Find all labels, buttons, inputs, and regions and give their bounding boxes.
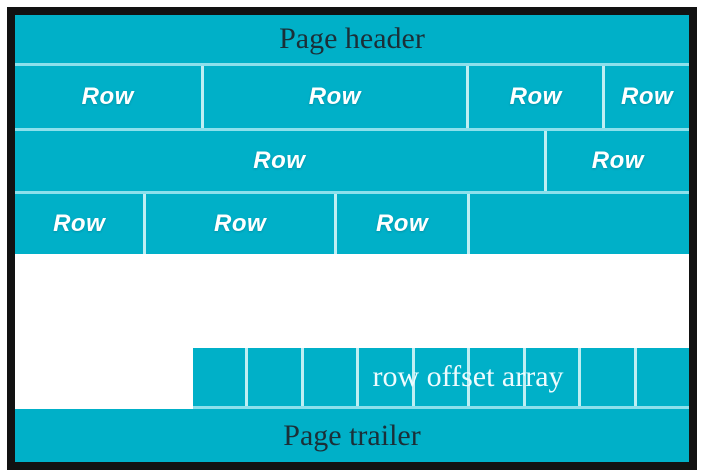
row-cell-label: Row [308,83,361,110]
row-cell: Row [15,131,544,191]
row-cell: Row [146,194,334,254]
page-header-label: Page header [279,22,425,55]
row-cell-label: Row [509,83,562,110]
page-header: Page header [15,15,689,63]
offset-array-cell [193,348,246,406]
band-divider [15,191,689,194]
row-cell-label: Row [621,83,674,110]
page-trailer: Page trailer [15,409,689,462]
band-divider [15,63,689,66]
offset-array-cell [248,348,301,406]
row-cell: Row [546,131,689,191]
band-divider [15,128,689,131]
row-cell: Row [336,194,468,254]
row-cell: Row [469,66,603,128]
offset-array-cell [359,348,412,406]
row-cell-label: Row [591,147,644,174]
row-band-2: Row Row [15,131,689,191]
row-offset-array: row offset array [193,348,689,409]
row-band-3: Row Row Row [15,194,689,254]
row-cell-label: Row [53,210,106,237]
row-cell-label: Row [81,83,134,110]
offset-array-cell [414,348,468,406]
page-trailer-label: Page trailer [283,418,421,452]
row-cell: Row [605,66,689,128]
row-cell-label: Row [375,210,429,237]
row-cell: Row [15,194,144,254]
offset-array-cell [636,348,689,406]
offset-array-cell [525,348,579,406]
offset-array-cell [303,348,357,406]
row-cell: Row [203,66,467,128]
row-offset-cells [193,348,689,406]
offset-array-cell [470,348,523,406]
row-cell-label: Row [253,147,306,174]
offset-array-cell [581,348,634,406]
row-cell: Row [15,66,201,128]
row-cell-label: Row [214,210,267,237]
free-space-cell [470,194,689,254]
row-band-1: Row Row Row Row [15,66,689,128]
